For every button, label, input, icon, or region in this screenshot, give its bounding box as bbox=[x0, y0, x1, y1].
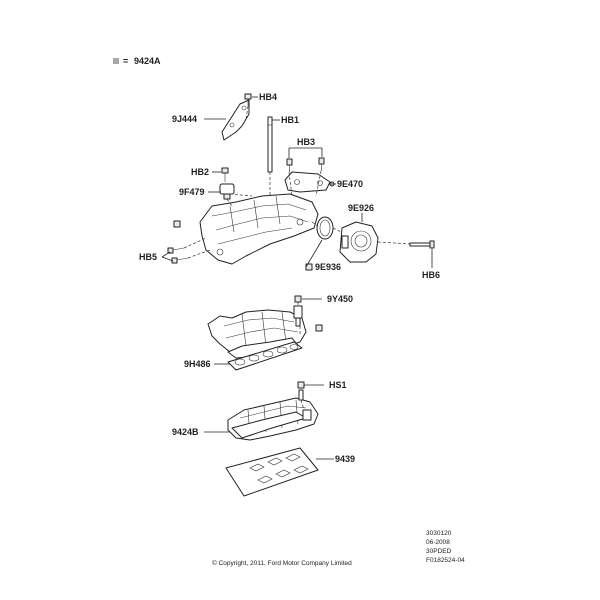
callout-9h486: 9H486 bbox=[184, 359, 211, 369]
bolts-hb3 bbox=[286, 157, 325, 172]
bolts-hb5 bbox=[167, 247, 189, 264]
figure-id: F0182524-04 bbox=[426, 557, 465, 564]
lower-intake-manifold-9424b bbox=[227, 397, 319, 441]
callout-hb3: HB3 bbox=[297, 137, 315, 147]
drawing-code: 30PDED bbox=[426, 548, 452, 555]
callout-hb4: HB4 bbox=[259, 92, 277, 102]
sensor-hs1 bbox=[297, 381, 305, 401]
bolt-hb6 bbox=[409, 240, 435, 249]
drawing-number: 3030120 bbox=[426, 530, 452, 537]
callout-9f479: 9F479 bbox=[179, 187, 205, 197]
callout-hb2: HB2 bbox=[191, 167, 209, 177]
callout-9e926: 9E926 bbox=[348, 203, 374, 213]
legend: = 9424A bbox=[113, 56, 161, 66]
callout-hb5: HB5 bbox=[139, 252, 157, 262]
bracket-9j444 bbox=[221, 99, 250, 141]
gasket-set-9439 bbox=[225, 447, 319, 497]
stud-hb1 bbox=[267, 116, 273, 173]
callout-9y450: 9Y450 bbox=[327, 294, 353, 304]
callout-9e470: 9E470 bbox=[337, 179, 363, 189]
drawing-reference-block: 3030120 06-2008 30PDED F0182524-04 bbox=[426, 529, 465, 565]
upper-intake-manifold-9424a bbox=[173, 193, 319, 265]
drawing-date: 06-2008 bbox=[426, 539, 450, 546]
callout-9j444: 9J444 bbox=[172, 114, 197, 124]
callout-hb6: HB6 bbox=[422, 270, 440, 280]
callout-9424b: 9424B bbox=[172, 427, 199, 437]
throttle-body-9e926 bbox=[339, 221, 379, 263]
bolt-hb4 bbox=[244, 93, 252, 106]
sensor-9f479 bbox=[219, 183, 235, 200]
copyright-notice: © Copyright, 2011, Ford Motor Company Li… bbox=[212, 560, 352, 567]
callout-9e936: 9E936 bbox=[315, 262, 341, 272]
sensor-9y450 bbox=[293, 295, 303, 327]
callout-hs1: HS1 bbox=[329, 380, 347, 390]
bolt-hb2 bbox=[221, 167, 229, 182]
bracket-9e470 bbox=[284, 171, 335, 193]
legend-equals: = bbox=[123, 56, 128, 66]
callout-hb1: HB1 bbox=[281, 115, 299, 125]
gasket-9h486 bbox=[227, 341, 303, 371]
legend-code: 9424A bbox=[134, 56, 161, 66]
legend-swatch-icon bbox=[113, 58, 119, 64]
callout-9439: 9439 bbox=[335, 454, 355, 464]
